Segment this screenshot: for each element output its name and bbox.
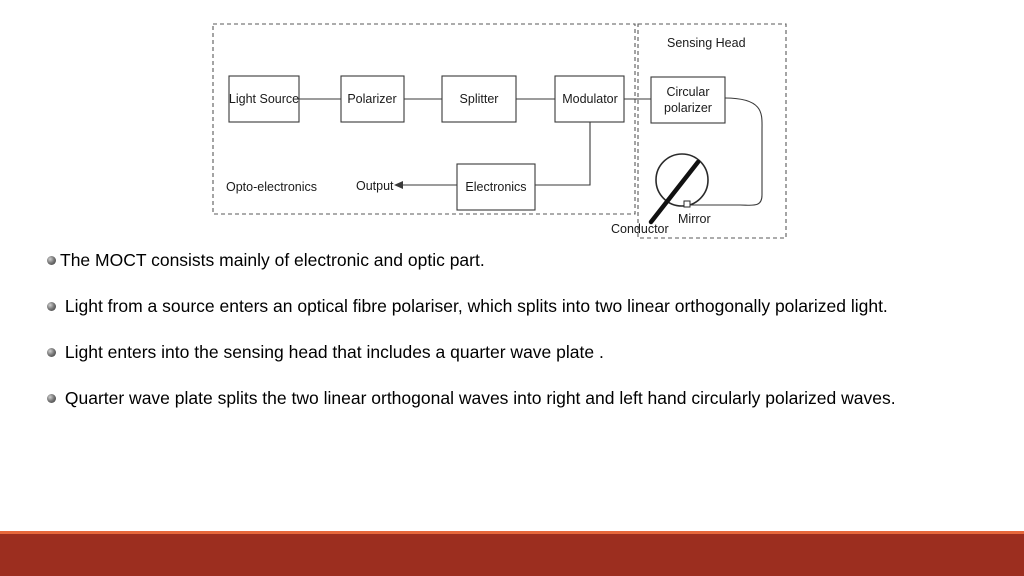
opto-electronics-label: Opto-electronics [226,180,317,194]
bullet-text: The MOCT consists mainly of electronic a… [60,250,485,270]
modulator-label: Modulator [562,92,618,106]
conductor-label: Conductor [611,222,669,236]
bullet-text: Light enters into the sensing head that … [60,342,604,362]
wire-modulator-electronics [535,120,591,186]
light-source-label: Light Source [229,92,299,106]
splitter-block [441,75,517,123]
light-source-block [228,75,300,123]
bullet-list: The MOCT consists mainly of electronic a… [47,249,947,433]
moct-block-diagram: Light Source Polarizer Splitter Modulato… [212,23,787,239]
circular-polarizer-label-line2: polarizer [664,101,712,115]
output-arrowhead [394,181,403,189]
opto-electronics-enclosure [212,23,636,215]
output-label: Output [356,179,394,193]
fibre-loop [690,97,763,206]
conductor-rod [648,159,701,225]
sensing-head-enclosure [637,23,787,239]
electronics-label: Electronics [465,180,526,194]
footer-bar [0,531,1024,576]
splitter-label: Splitter [460,92,499,106]
sensing-head-label: Sensing Head [667,36,746,50]
mirror-label: Mirror [678,212,711,226]
bullet-dot-icon [47,348,56,357]
polarizer-block [340,75,405,123]
circular-polarizer-block [650,76,726,124]
circular-polarizer-label-line1: Circular [666,85,709,99]
mirror-element [683,200,691,208]
bullet-text: Light from a source enters an optical fi… [60,296,888,316]
modulator-block [554,75,625,123]
bullet-dot-icon [47,302,56,311]
bullet-item: Quarter wave plate splits the two linear… [47,387,947,410]
bullet-item: The MOCT consists mainly of electronic a… [47,249,947,272]
polarizer-label: Polarizer [347,92,396,106]
bullet-dot-icon [47,256,56,265]
bullet-dot-icon [47,394,56,403]
bullet-item: Light enters into the sensing head that … [47,341,947,364]
bullet-item: Light from a source enters an optical fi… [47,295,947,318]
electronics-block [456,163,536,211]
bullet-text: Quarter wave plate splits the two linear… [60,388,896,408]
